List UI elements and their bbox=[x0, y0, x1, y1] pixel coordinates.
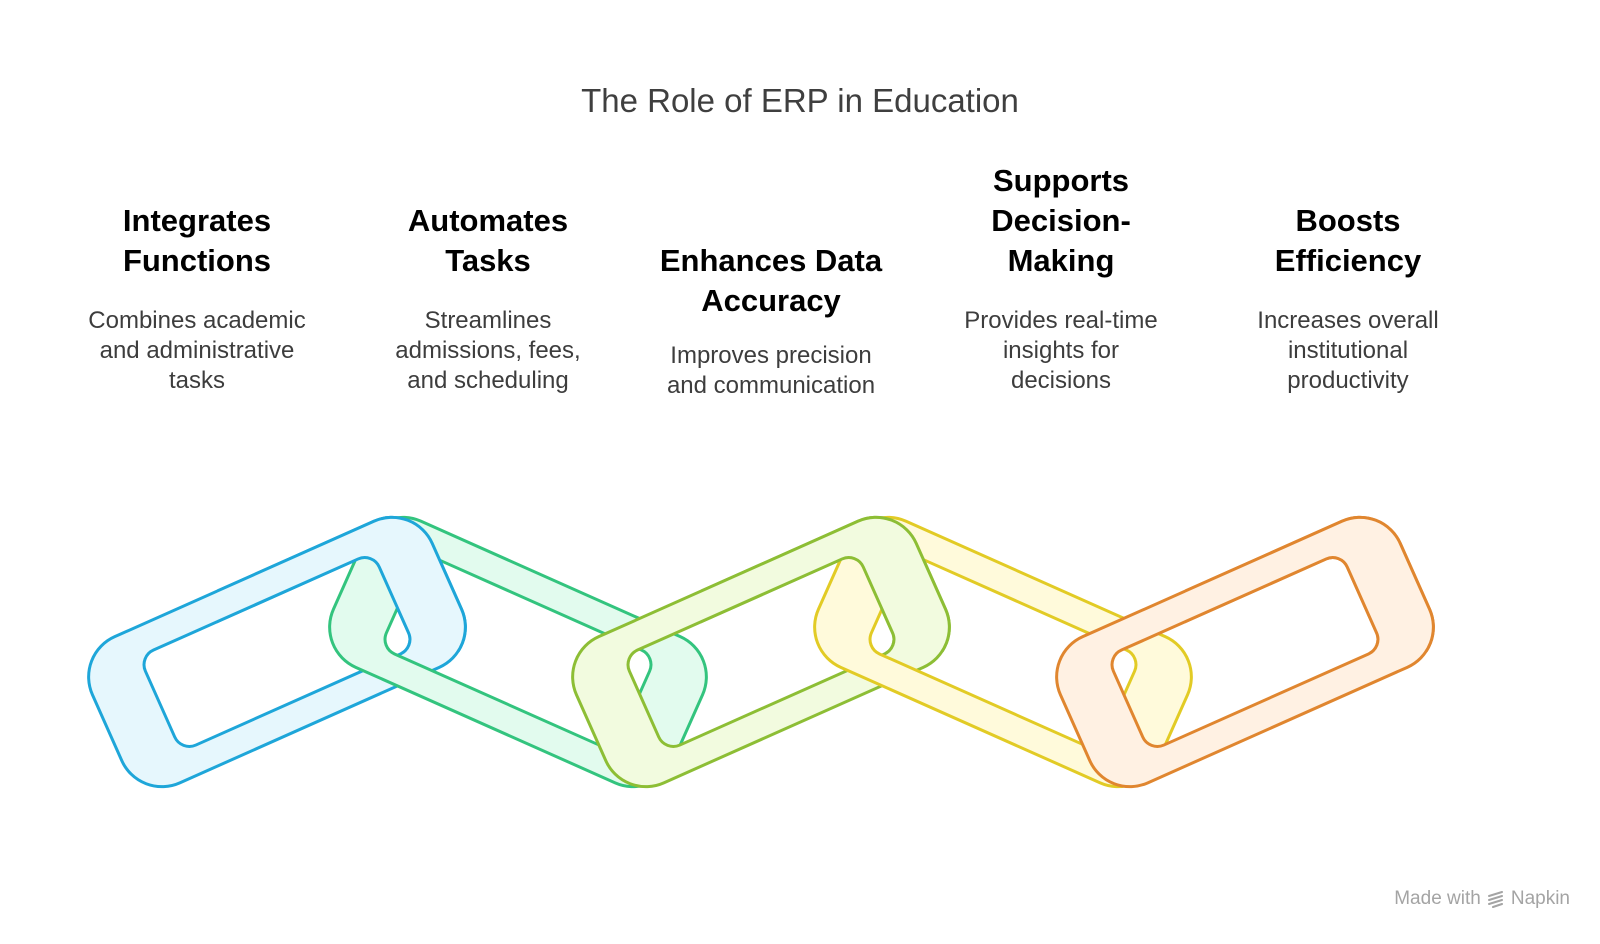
description-enhances-data-accuracy: Improves precision and communication bbox=[666, 342, 876, 399]
description-integrates-functions: Combines academic and administrative tas… bbox=[88, 307, 306, 394]
napkin-logo-icon bbox=[1487, 891, 1503, 908]
heading-boosts-efficiency: Boosts Efficiency bbox=[1274, 203, 1422, 278]
link-boosts-efficiency-overlap bbox=[1185, 515, 1435, 652]
watermark-brand: Napkin bbox=[1510, 888, 1570, 909]
description-supports-decision-making: Provides real-time insights for decision… bbox=[964, 307, 1158, 394]
watermark-prefix: Made with bbox=[1394, 888, 1481, 909]
description-boosts-efficiency: Increases overall institutional producti… bbox=[1257, 307, 1439, 394]
page-title: The Role of ERP in Education bbox=[581, 82, 1019, 119]
heading-integrates-functions: Integrates Functions bbox=[122, 203, 272, 278]
heading-automates-tasks: Automates Tasks bbox=[407, 203, 569, 278]
heading-supports-decision-making: Supports Decision- Making bbox=[991, 163, 1131, 278]
heading-enhances-data-accuracy: Enhances Data Accuracy bbox=[659, 243, 883, 318]
made-with-napkin-watermark: Made with Napkin bbox=[1394, 888, 1570, 910]
link-integrates-functions-overlap bbox=[217, 515, 467, 652]
description-automates-tasks: Streamlines admissions, fees, and schedu… bbox=[395, 307, 581, 394]
link-enhances-data-accuracy-overlap bbox=[701, 515, 951, 652]
